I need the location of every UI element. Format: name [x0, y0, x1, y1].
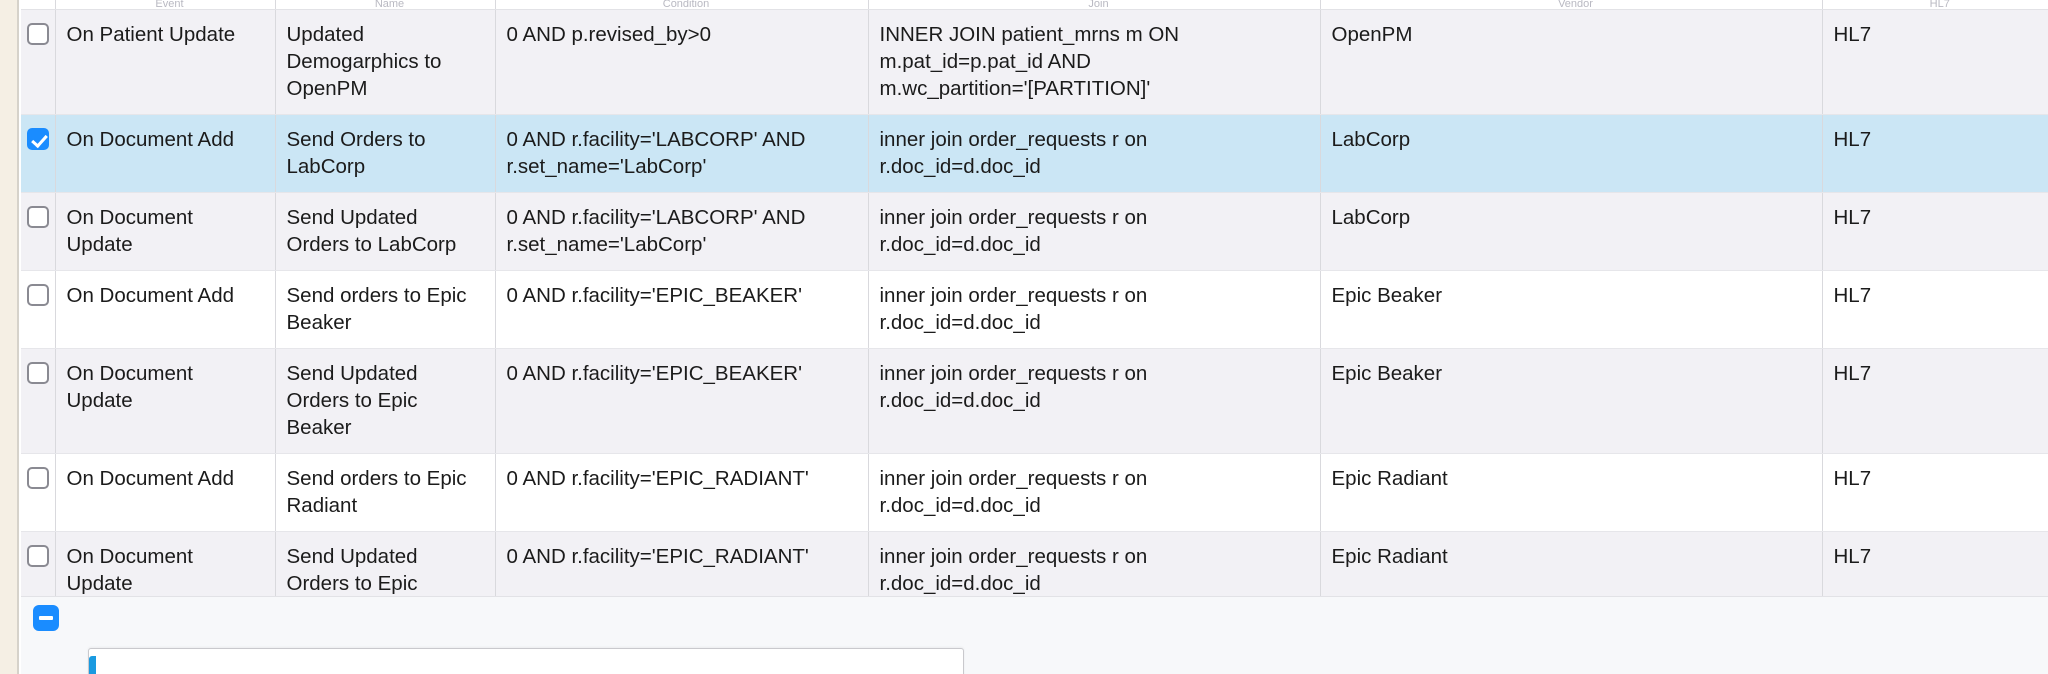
cell-vendor[interactable]: Epic Beaker	[1320, 270, 1823, 349]
cell-condition[interactable]: 0 AND r.facility='EPIC_RADIANT'	[495, 453, 869, 532]
cell-join[interactable]: INNER JOIN patient_mrns m ON m.pat_id=p.…	[868, 9, 1321, 115]
cell-condition[interactable]: 0 AND r.facility='LABCORP' AND r.set_nam…	[495, 192, 869, 271]
cell-type[interactable]: HL7	[1822, 9, 2048, 115]
cell-join[interactable]: inner join order_requests r on r.doc_id=…	[868, 453, 1321, 532]
cell-vendor[interactable]: LabCorp	[1320, 114, 1823, 193]
checkbox-unchecked-icon[interactable]	[26, 545, 49, 567]
row-select-cell[interactable]	[21, 114, 56, 193]
cell-vendor[interactable]: Epic Beaker	[1320, 348, 1823, 454]
row-select-cell[interactable]	[21, 9, 56, 115]
detail-panel[interactable]	[88, 648, 964, 674]
row-select-cell[interactable]	[21, 192, 56, 271]
header-name[interactable]: Name	[275, 0, 496, 10]
detail-panel-accent	[89, 656, 96, 674]
table-header-row: Event Name Condition Join Vendor HL7	[21, 0, 2048, 10]
cell-type[interactable]: HL7	[1822, 453, 2048, 532]
cell-type[interactable]: HL7	[1822, 114, 2048, 193]
cell-condition[interactable]: 0 AND p.revised_by>0	[495, 9, 869, 115]
cell-event[interactable]: On Document Add	[55, 270, 276, 349]
left-gutter-strip	[0, 0, 19, 674]
checkbox-unchecked-icon[interactable]	[26, 206, 49, 228]
cell-event[interactable]: On Document Update	[55, 348, 276, 454]
cell-name[interactable]: Send Updated Orders to LabCorp	[275, 192, 496, 271]
cell-event[interactable]: On Document Add	[55, 114, 276, 193]
header-vendor[interactable]: Vendor	[1320, 0, 1823, 10]
cell-vendor[interactable]: OpenPM	[1320, 9, 1823, 115]
header-join[interactable]: Join	[868, 0, 1321, 10]
cell-vendor[interactable]: LabCorp	[1320, 192, 1823, 271]
checkbox-unchecked-icon[interactable]	[26, 284, 49, 306]
cell-name[interactable]: Updated Demogarphics to OpenPM	[275, 9, 496, 115]
checkbox-unchecked-icon[interactable]	[26, 23, 49, 45]
cell-type[interactable]: HL7	[1822, 348, 2048, 454]
cell-type[interactable]: HL7	[1822, 270, 2048, 349]
cell-join[interactable]: inner join order_requests r on r.doc_id=…	[868, 270, 1321, 349]
cell-name[interactable]: Send Updated Orders to Epic Beaker	[275, 348, 496, 454]
cell-join[interactable]: inner join order_requests r on r.doc_id=…	[868, 348, 1321, 454]
header-select[interactable]	[21, 0, 56, 10]
cell-type[interactable]: HL7	[1822, 192, 2048, 271]
table-header: Event Name Condition Join Vendor HL7	[21, 0, 2048, 10]
row-select-cell[interactable]	[21, 453, 56, 532]
minus-icon[interactable]	[33, 605, 59, 631]
cell-event[interactable]: On Document Add	[55, 453, 276, 532]
row-select-cell[interactable]	[21, 348, 56, 454]
cell-join[interactable]: inner join order_requests r on r.doc_id=…	[868, 192, 1321, 271]
interface-rules-table: Event Name Condition Join Vendor HL7 On …	[21, 0, 2048, 674]
row-select-cell[interactable]	[21, 270, 56, 349]
header-event[interactable]: Event	[55, 0, 276, 10]
cell-condition[interactable]: 0 AND r.facility='EPIC_BEAKER'	[495, 348, 869, 454]
cell-name[interactable]: Send orders to Epic Radiant	[275, 453, 496, 532]
checkbox-unchecked-icon[interactable]	[26, 362, 49, 384]
data-grid-scroll-area[interactable]: Event Name Condition Join Vendor HL7 On …	[21, 0, 2048, 674]
cell-name[interactable]: Send Orders to LabCorp	[275, 114, 496, 193]
checkbox-checked-icon[interactable]	[26, 128, 49, 150]
header-type[interactable]: HL7	[1822, 0, 2048, 10]
header-condition[interactable]: Condition	[495, 0, 869, 10]
cell-event[interactable]: On Patient Update	[55, 9, 276, 115]
cell-event[interactable]: On Document Update	[55, 192, 276, 271]
cell-name[interactable]: Send orders to Epic Beaker	[275, 270, 496, 349]
cell-join[interactable]: inner join order_requests r on r.doc_id=…	[868, 114, 1321, 193]
cell-condition[interactable]: 0 AND r.facility='LABCORP' AND r.set_nam…	[495, 114, 869, 193]
cell-condition[interactable]: 0 AND r.facility='EPIC_BEAKER'	[495, 270, 869, 349]
checkbox-unchecked-icon[interactable]	[26, 467, 49, 489]
cell-vendor[interactable]: Epic Radiant	[1320, 453, 1823, 532]
